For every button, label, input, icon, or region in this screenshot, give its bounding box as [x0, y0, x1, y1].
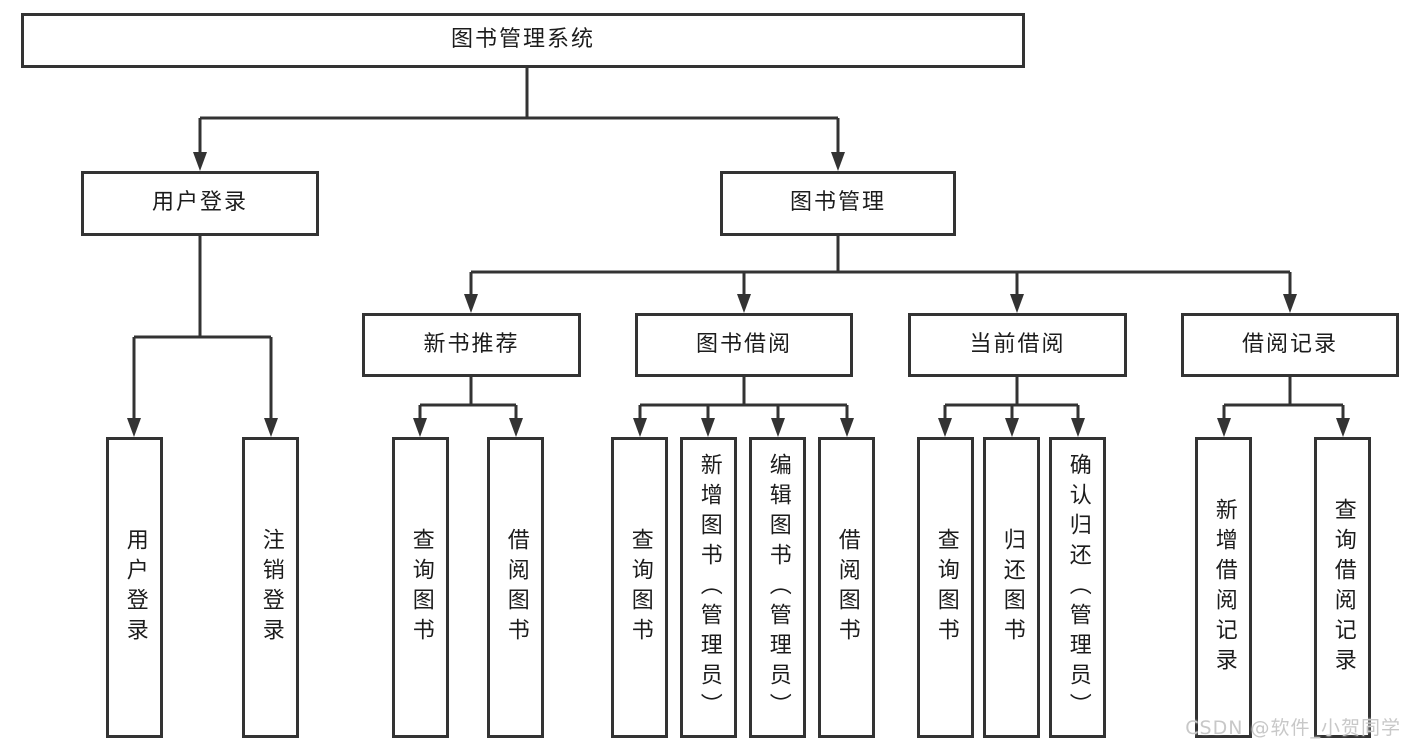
node-leaf-query-book-1: 查询图书 [392, 437, 449, 738]
arrow-down-icon [413, 418, 427, 437]
arrow-down-icon [1283, 294, 1297, 313]
arrow-down-icon [1217, 418, 1231, 437]
arrow-down-icon [509, 418, 523, 437]
arrow-down-icon [127, 418, 141, 437]
node-leaf-query-book-3: 查询图书 [917, 437, 974, 738]
arrow-down-icon [1010, 294, 1024, 313]
node-new-book-recommend: 新书推荐 [362, 313, 581, 377]
arrow-down-icon [1005, 418, 1019, 437]
node-leaf-query-borrow-record: 查询借阅记录 [1314, 437, 1371, 738]
node-leaf-confirm-return-admin: 确认归还（管理员） [1049, 437, 1106, 738]
node-book-management: 图书管理 [720, 171, 956, 236]
node-leaf-return-book: 归还图书 [983, 437, 1040, 738]
node-user-login: 用户登录 [81, 171, 319, 236]
node-root: 图书管理系统 [21, 13, 1025, 68]
node-leaf-add-borrow-record: 新增借阅记录 [1195, 437, 1252, 738]
node-leaf-edit-book-admin: 编辑图书（管理员） [749, 437, 806, 738]
arrow-down-icon [737, 294, 751, 313]
connector-paths [132, 68, 1345, 422]
node-leaf-borrow-book-2: 借阅图书 [818, 437, 875, 738]
arrow-down-icon [193, 152, 207, 171]
arrow-down-icon [264, 418, 278, 437]
node-book-borrowing: 图书借阅 [635, 313, 853, 377]
arrowheads [127, 152, 1350, 437]
arrow-down-icon [633, 418, 647, 437]
arrow-down-icon [1336, 418, 1350, 437]
node-leaf-add-book-admin: 新增图书（管理员） [680, 437, 737, 738]
arrow-down-icon [1071, 418, 1085, 437]
arrow-down-icon [464, 294, 478, 313]
arrow-down-icon [831, 152, 845, 171]
arrow-down-icon [840, 418, 854, 437]
node-leaf-logout: 注销登录 [242, 437, 299, 738]
arrow-down-icon [771, 418, 785, 437]
node-leaf-borrow-book-1: 借阅图书 [487, 437, 544, 738]
arrow-down-icon [938, 418, 952, 437]
node-current-borrowing: 当前借阅 [908, 313, 1127, 377]
node-borrowing-records: 借阅记录 [1181, 313, 1399, 377]
node-leaf-user-login: 用户登录 [106, 437, 163, 738]
arrow-down-icon [701, 418, 715, 437]
node-leaf-query-book-2: 查询图书 [611, 437, 668, 738]
